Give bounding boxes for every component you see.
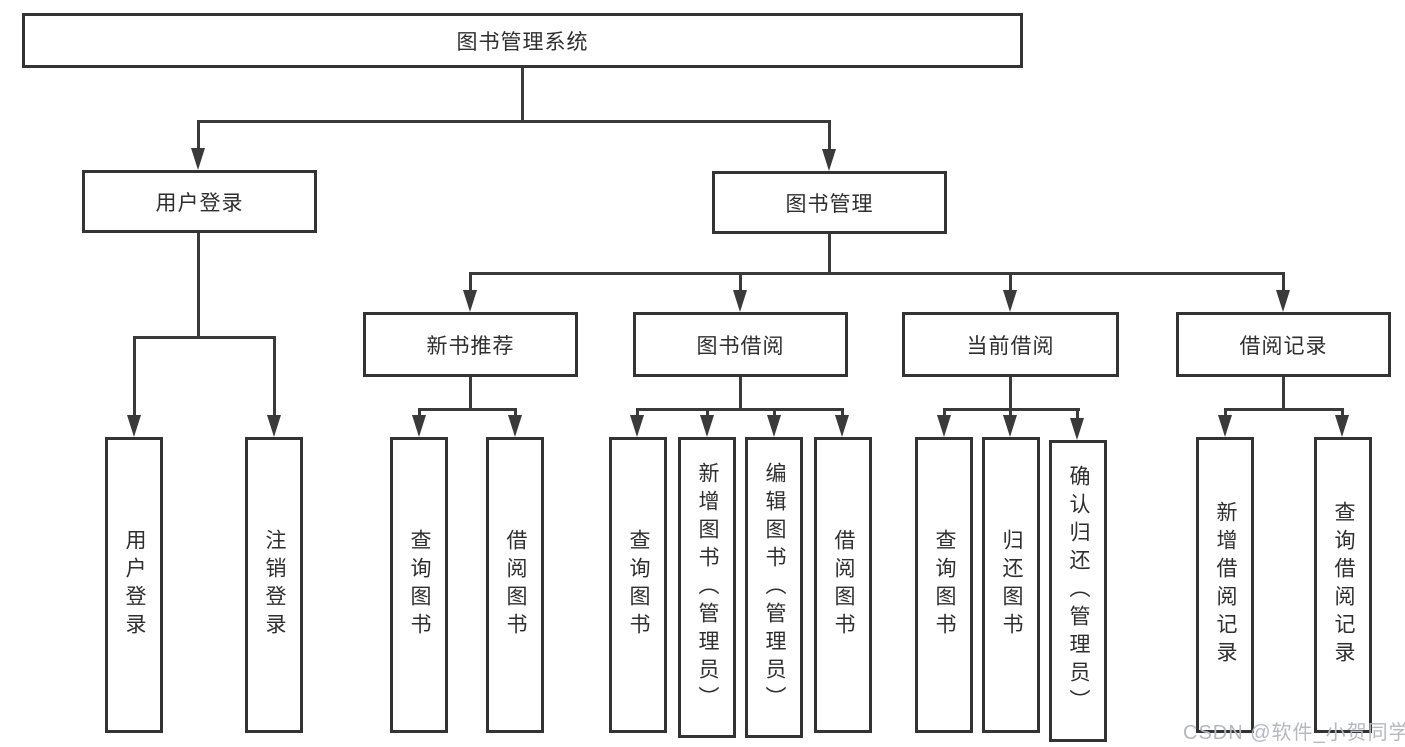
connector-to-leaf: [1224, 408, 1227, 418]
arrow-down-icon: [767, 415, 781, 437]
connector-borrow-records-rail: [1224, 408, 1344, 411]
csdn-watermark: CSDN @软件_小贺同学: [1183, 722, 1405, 744]
connector-to-borrow-records: [1282, 272, 1285, 292]
leaf-query-borrow-record-label: 查询借阅记录: [1332, 501, 1355, 669]
node-borrow-records-label: 借阅记录: [1239, 334, 1328, 358]
connector-user-login-rail: [133, 336, 275, 339]
arrow-down-icon: [508, 415, 522, 437]
node-root: 图书管理系统: [22, 13, 1023, 68]
connector-to-leaf: [1076, 408, 1079, 418]
arrow-down-icon: [835, 415, 849, 437]
connector-to-leaf: [706, 408, 709, 418]
node-current-borrow-label: 当前借阅: [966, 334, 1055, 358]
node-book-borrow: 图书借阅: [633, 312, 848, 377]
arrow-down-icon: [1070, 418, 1084, 440]
leaf-add-books-admin-label: 新增图书（管理员）: [696, 461, 719, 714]
arrow-down-icon: [1335, 415, 1349, 437]
arrow-down-icon: [1218, 415, 1232, 437]
arrow-down-icon: [937, 415, 951, 437]
leaf-logout: 注销登录: [245, 437, 303, 733]
node-book-borrow-label: 图书借阅: [696, 334, 785, 358]
leaf-query-books-recommend-label: 查询图书: [408, 529, 431, 641]
arrow-down-icon: [630, 415, 644, 437]
node-book-management-label: 图书管理: [785, 192, 874, 216]
connector-user-login-stem: [197, 233, 200, 336]
node-user-login-label: 用户登录: [155, 191, 244, 215]
leaf-confirm-return-admin: 确认归还（管理员）: [1049, 440, 1107, 742]
connector-to-leaf: [943, 408, 946, 418]
node-borrow-records: 借阅记录: [1176, 312, 1391, 377]
leaf-user-login: 用户登录: [105, 437, 163, 733]
arrow-down-icon: [1003, 415, 1017, 437]
connector-borrow-records-stem: [1282, 377, 1285, 408]
leaf-query-books-borrow-label: 查询图书: [627, 529, 650, 641]
leaf-query-books-current: 查询图书: [915, 437, 973, 733]
connector-to-leaf: [1009, 408, 1012, 418]
node-new-book-recommend-label: 新书推荐: [426, 334, 515, 358]
leaf-confirm-return-admin-label: 确认归还（管理员）: [1067, 465, 1090, 717]
node-new-book-recommend: 新书推荐: [363, 312, 578, 377]
node-current-borrow: 当前借阅: [902, 312, 1119, 377]
leaf-user-login-label: 用户登录: [123, 529, 146, 641]
connector-to-current-borrow: [1009, 272, 1012, 292]
arrow-down-icon: [1276, 290, 1290, 312]
connector-to-user-login: [197, 120, 200, 150]
arrow-down-icon: [191, 148, 205, 170]
connector-new-book-rail: [418, 408, 516, 411]
leaf-borrow-books-recommend: 借阅图书: [486, 437, 544, 733]
leaf-query-books-recommend: 查询图书: [390, 437, 448, 733]
connector-new-book-stem: [469, 377, 472, 408]
leaf-edit-books-admin-label: 编辑图书（管理员）: [763, 461, 786, 714]
connector-to-leaf: [418, 408, 421, 418]
leaf-query-books-current-label: 查询图书: [933, 529, 956, 641]
connector-root-rail: [198, 120, 831, 123]
leaf-add-books-admin: 新增图书（管理员）: [678, 437, 736, 738]
connector-to-leaf: [133, 336, 136, 416]
arrow-down-icon: [822, 149, 836, 171]
arrow-down-icon: [127, 415, 141, 437]
node-user-login: 用户登录: [82, 170, 317, 233]
arrow-down-icon: [412, 415, 426, 437]
leaf-borrow-books-recommend-label: 借阅图书: [504, 529, 527, 641]
connector-book-management-stem: [828, 234, 831, 274]
arrow-down-icon: [463, 290, 477, 312]
leaf-query-borrow-record: 查询借阅记录: [1314, 437, 1372, 733]
leaf-edit-books-admin: 编辑图书（管理员）: [745, 437, 803, 738]
node-root-label: 图书管理系统: [456, 30, 589, 54]
connector-to-leaf: [1341, 408, 1344, 418]
leaf-borrow-books-label: 借阅图书: [832, 529, 855, 641]
arrow-down-icon: [700, 415, 714, 437]
leaf-return-books: 归还图书: [982, 437, 1040, 733]
leaf-logout-label: 注销登录: [263, 529, 286, 641]
connector-to-leaf: [841, 408, 844, 418]
leaf-return-books-label: 归还图书: [1000, 529, 1023, 641]
connector-book-management-rail: [469, 272, 1285, 275]
connector-to-leaf: [273, 336, 276, 416]
connector-current-borrow-stem: [1009, 377, 1012, 408]
leaf-add-borrow-record-label: 新增借阅记录: [1214, 501, 1237, 669]
connector-to-book-management: [828, 120, 831, 150]
arrow-down-icon: [733, 290, 747, 312]
arrow-down-icon: [1003, 290, 1017, 312]
connector-to-leaf: [773, 408, 776, 418]
leaf-query-books-borrow: 查询图书: [609, 437, 667, 733]
node-book-management: 图书管理: [712, 171, 947, 234]
connector-to-book-borrow: [739, 272, 742, 292]
connector-to-new-book: [469, 272, 472, 292]
connector-root-stem: [521, 68, 524, 120]
connector-to-leaf: [636, 408, 639, 418]
connector-to-leaf: [514, 408, 517, 418]
leaf-add-borrow-record: 新增借阅记录: [1196, 437, 1254, 733]
arrow-down-icon: [267, 415, 281, 437]
leaf-borrow-books: 借阅图书: [814, 437, 872, 733]
connector-book-borrow-stem: [739, 377, 742, 408]
connector-book-borrow-rail: [636, 408, 843, 411]
